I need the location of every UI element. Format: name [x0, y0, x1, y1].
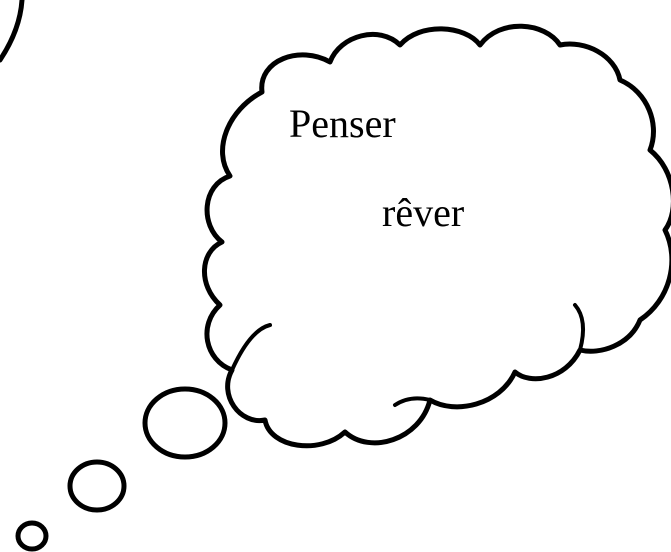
cloud-inner-curve-left	[230, 323, 272, 372]
cloud-word-penser: Penser	[289, 101, 396, 146]
cloud-inner-curve-bottom	[393, 396, 432, 407]
cloud-inner-curve-right	[573, 303, 586, 352]
thought-bubble-large	[142, 386, 228, 460]
thought-bubble-medium	[67, 459, 127, 513]
cloud-word-rever: rêver	[382, 190, 465, 235]
partial-arc-top-left	[0, 0, 25, 63]
thought-cloud	[202, 23, 671, 449]
thought-bubble-small	[15, 520, 49, 552]
